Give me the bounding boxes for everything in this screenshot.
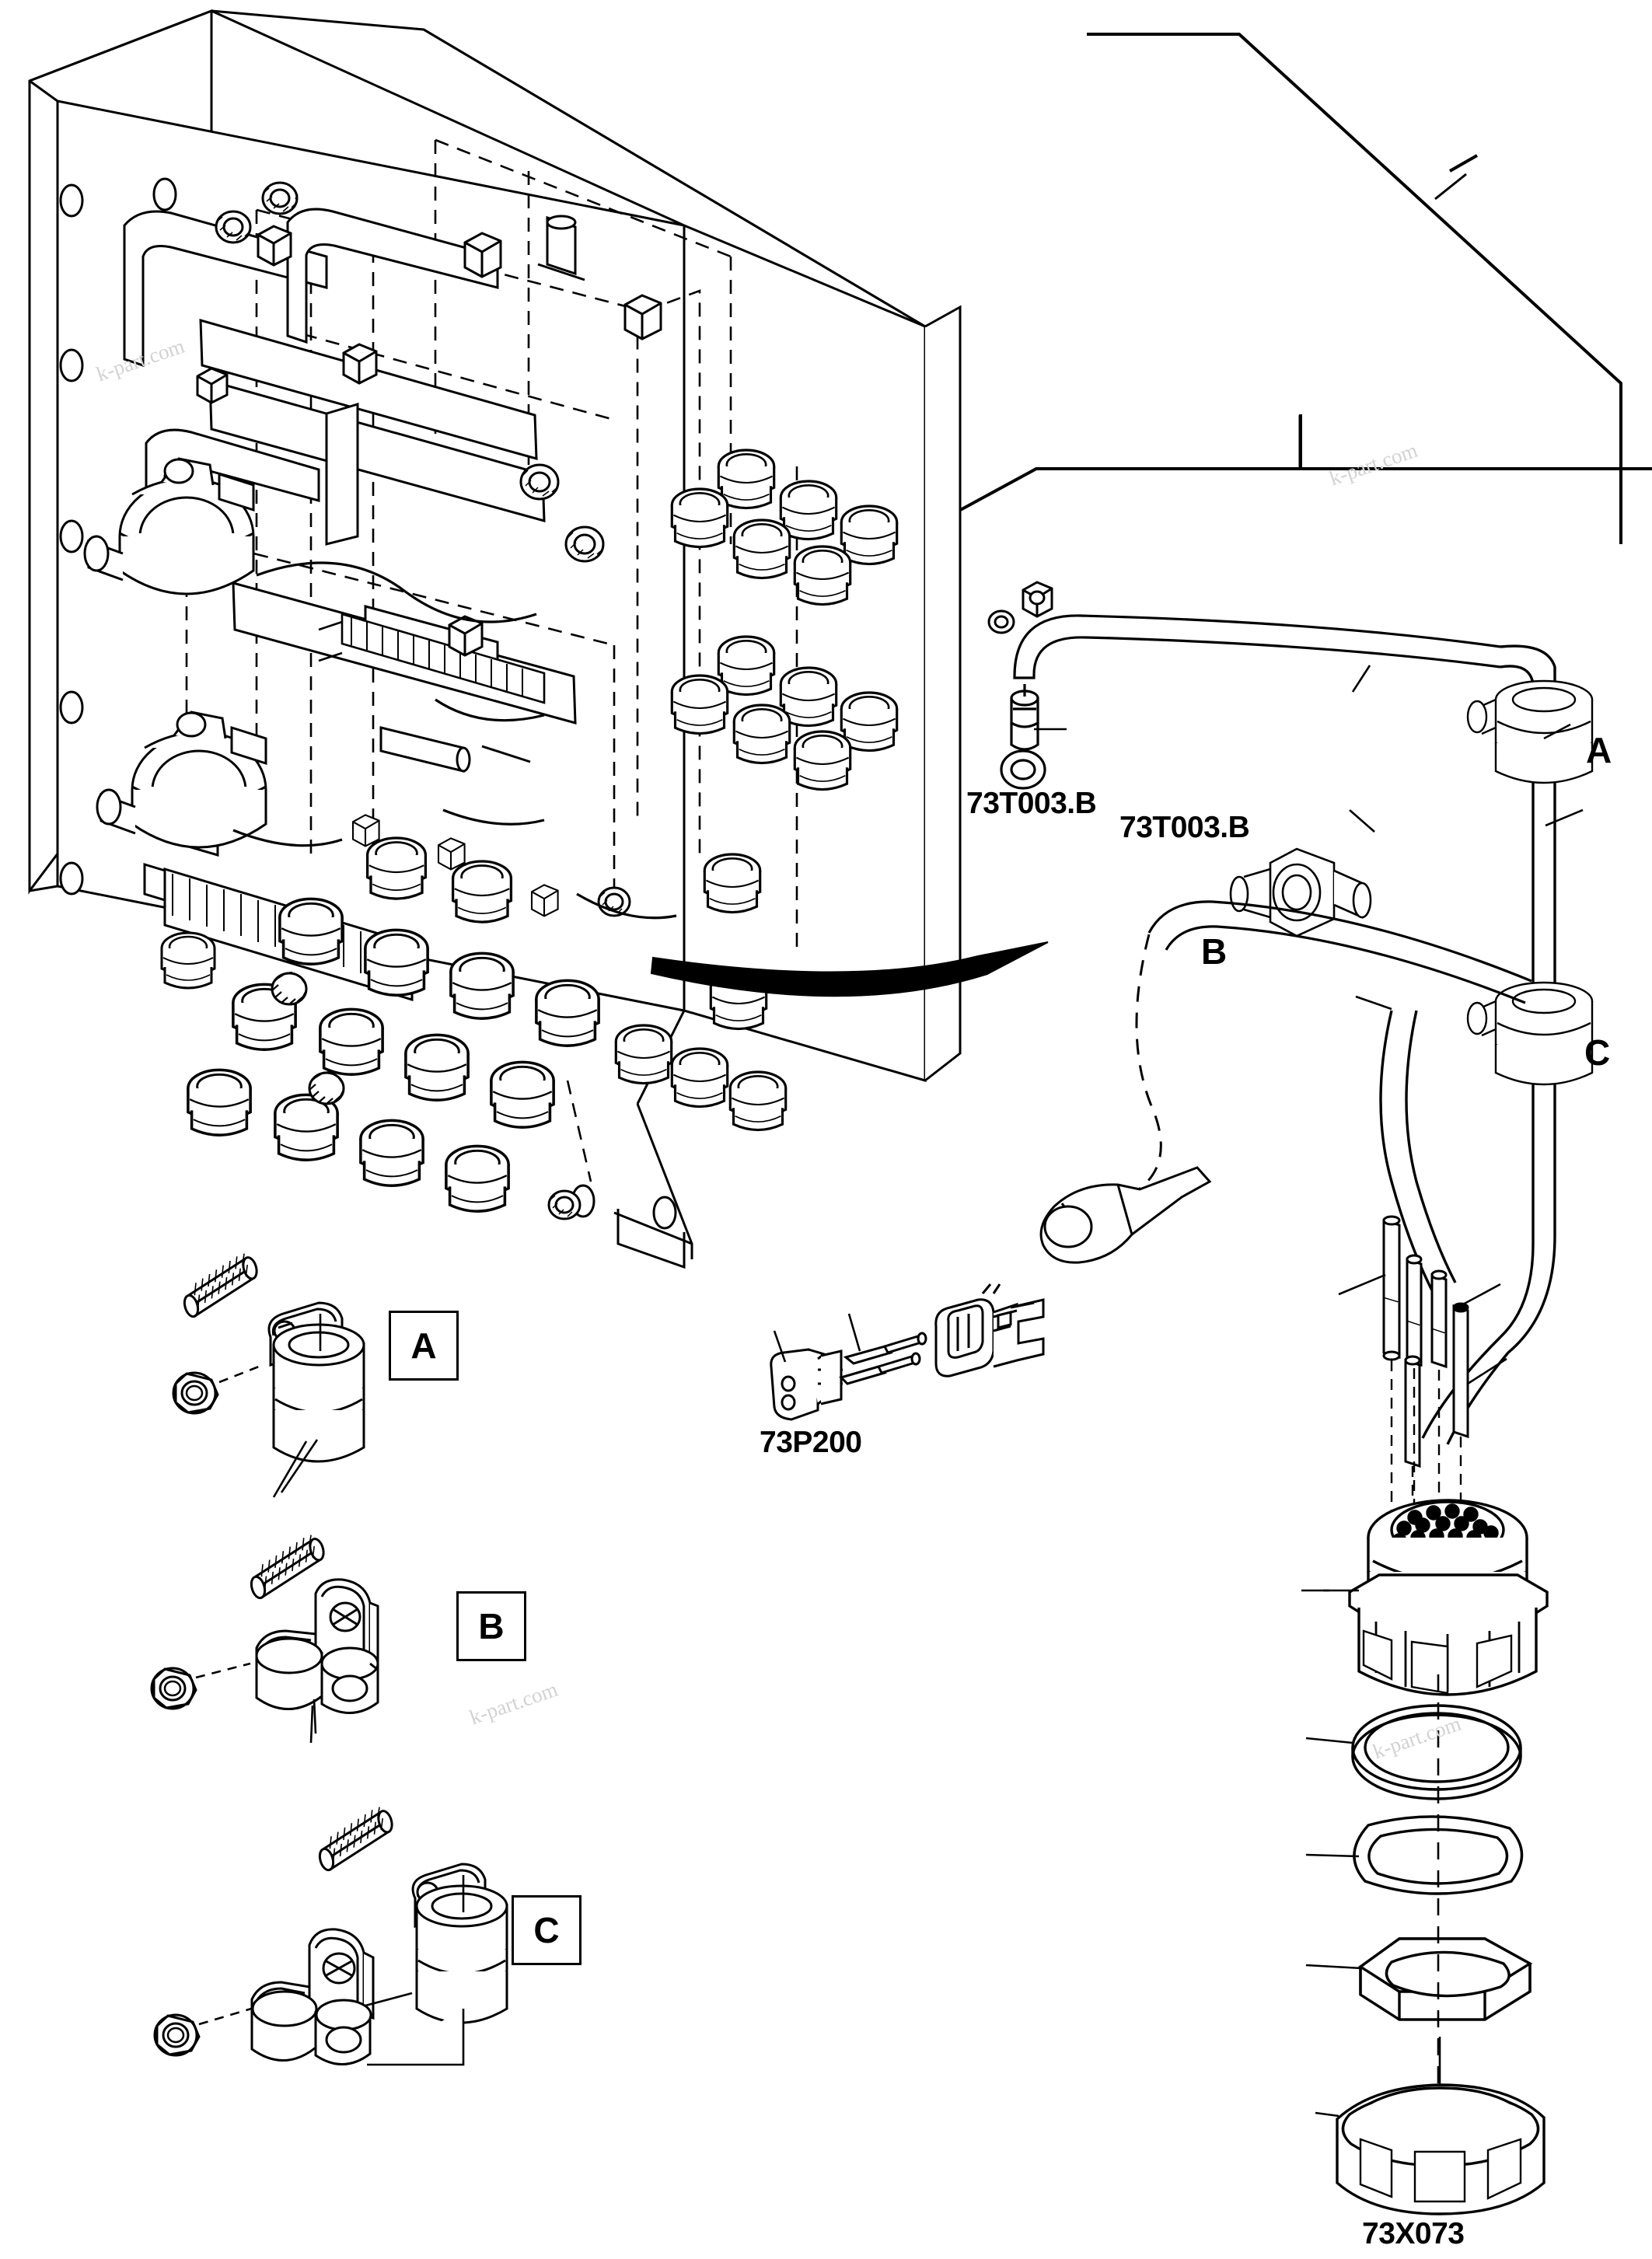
hose-clamp-collar-a bbox=[1466, 679, 1594, 784]
callout-letter-a-right: A bbox=[1586, 730, 1612, 770]
callout-box-c: C bbox=[512, 1895, 582, 1965]
part-number-backshell: 73X073 bbox=[1362, 2217, 1465, 2250]
callout-box-a: A bbox=[389, 1311, 459, 1381]
pin-leader-lines bbox=[1338, 1273, 1507, 1385]
callout-box-b: B bbox=[456, 1591, 526, 1661]
conduit-stubs bbox=[379, 215, 585, 773]
callout-letter-b-middle: B bbox=[1201, 931, 1228, 972]
hose-clamp-collar-c bbox=[1466, 981, 1594, 1086]
knurled-glands-upper bbox=[215, 181, 631, 1220]
hose-assembly-lower bbox=[1147, 900, 1532, 1004]
clamp-detail-c bbox=[153, 1803, 508, 2066]
hose-fitting-block bbox=[1229, 847, 1372, 937]
hose-dashed-branch bbox=[1119, 934, 1162, 1202]
two-pin-connector bbox=[770, 1283, 1045, 1421]
gasket-ring bbox=[1305, 1704, 1522, 1800]
callout-box-a-letter: A bbox=[410, 1325, 437, 1366]
rubber-boot bbox=[1039, 1166, 1212, 1264]
gland-cluster-bolts bbox=[351, 814, 559, 917]
callout-letter-c-right: C bbox=[1584, 1032, 1611, 1073]
direction-arrow bbox=[650, 941, 1049, 997]
knurled-dark-glands bbox=[271, 971, 345, 1105]
callout-box-b-letter: B bbox=[478, 1606, 505, 1646]
clamp-detail-b bbox=[150, 1531, 379, 1734]
cable-backshell bbox=[1315, 2037, 1545, 2215]
junction-box-bolts bbox=[196, 225, 662, 657]
internal-wires bbox=[232, 561, 677, 920]
hose-assembly-upper bbox=[1000, 614, 1501, 790]
clamp-detail-a bbox=[172, 1250, 365, 1493]
hex-locknut bbox=[1305, 1937, 1533, 2021]
part-number-hose-left: 73T003.B bbox=[966, 787, 1097, 820]
terminal-strip bbox=[318, 613, 546, 704]
callout-box-c-letter: C bbox=[533, 1910, 560, 1950]
round-sealed-connectors bbox=[83, 457, 267, 849]
section-border-mid-right bbox=[954, 414, 1652, 515]
hose-fasteners-upper bbox=[987, 581, 1053, 634]
circular-multipin-connector bbox=[1323, 1499, 1549, 1696]
part-number-two-pin-connector: 73P200 bbox=[760, 1426, 862, 1459]
part-number-hose-right: 73T003.B bbox=[1119, 811, 1250, 844]
detail-leader-lines bbox=[272, 1440, 314, 1744]
pin-terminals-harness bbox=[1382, 1215, 1469, 1468]
connector-leader-lines bbox=[773, 1313, 861, 1363]
seal-ring bbox=[1305, 1815, 1524, 1895]
section-border-top-right bbox=[1087, 33, 1622, 544]
assembly-leader-lines bbox=[1301, 665, 1584, 1592]
callout-ticks bbox=[1298, 173, 1467, 470]
